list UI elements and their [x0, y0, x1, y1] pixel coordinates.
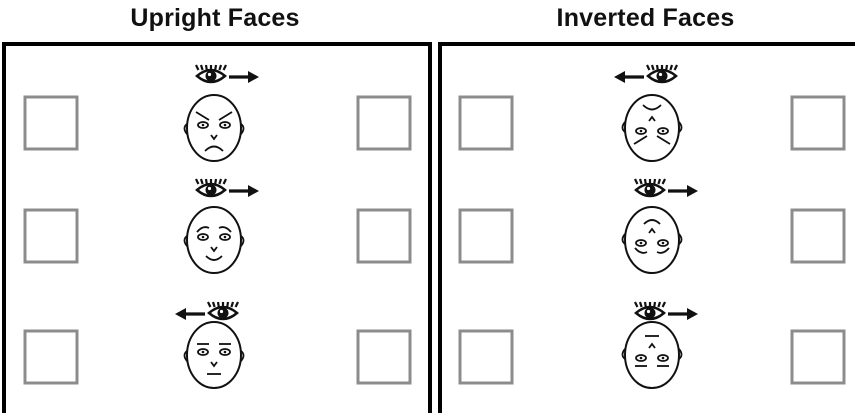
right-target-box: [790, 95, 846, 151]
eye-icon: [195, 178, 227, 198]
right-target-box: [790, 208, 846, 264]
trial-row: [23, 64, 412, 162]
face-icon: [621, 94, 683, 162]
right-target-box: [356, 208, 412, 264]
upright-faces-title: Upright Faces: [130, 4, 300, 32]
left-target-box: [23, 329, 79, 385]
right-target-box: [790, 329, 846, 385]
inverted-faces-title: Inverted Faces: [556, 4, 735, 32]
panel-frame: [2, 42, 432, 413]
panel-frame: [438, 42, 855, 413]
face-icon: [183, 206, 245, 274]
left-target-box: [458, 208, 514, 264]
left-target-box: [458, 95, 514, 151]
arrow-right-icon: [229, 71, 259, 83]
eye-icon: [207, 301, 239, 321]
left-target-box: [23, 208, 79, 264]
trial-row: [23, 301, 412, 389]
trial-row: [458, 64, 846, 162]
trial-row: [458, 178, 846, 274]
arrow-left-icon: [175, 308, 205, 320]
inverted-faces-panel: [438, 42, 855, 413]
face-icon: [621, 321, 683, 389]
eye-icon: [195, 64, 227, 84]
arrow-right-icon: [668, 308, 698, 320]
face-icon: [183, 94, 245, 162]
left-target-box: [458, 329, 514, 385]
trial-row: [23, 178, 412, 274]
upright-faces-panel: [2, 42, 432, 413]
left-target-box: [23, 95, 79, 151]
eye-icon: [634, 178, 666, 198]
face-icon: [621, 206, 683, 274]
right-target-box: [356, 95, 412, 151]
arrow-left-icon: [614, 71, 644, 83]
right-target-box: [356, 329, 412, 385]
arrow-right-icon: [229, 185, 259, 197]
arrow-right-icon: [668, 185, 698, 197]
eye-icon: [646, 64, 678, 84]
eye-icon: [634, 301, 666, 321]
face-icon: [183, 321, 245, 389]
trial-row: [458, 301, 846, 389]
